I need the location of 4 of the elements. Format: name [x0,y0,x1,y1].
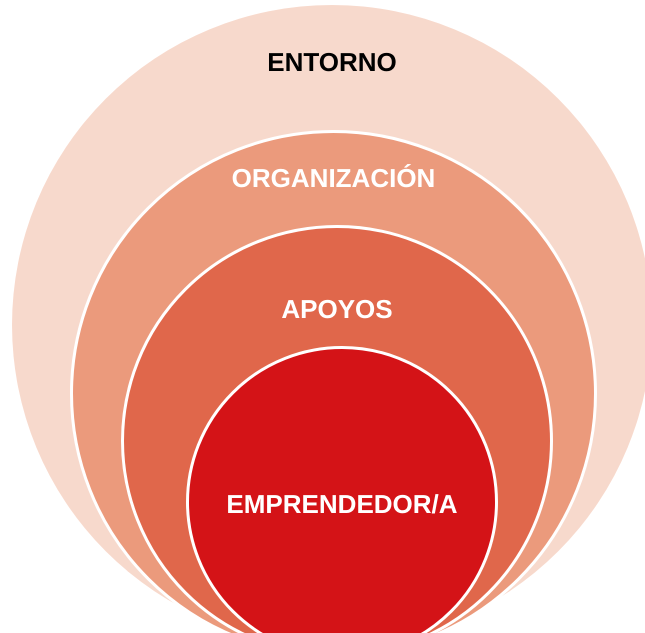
layer-label: ORGANIZACIÓN [232,163,436,193]
layer-label: ENTORNO [267,47,397,77]
layer-label: APOYOS [281,294,393,324]
layer-label: EMPRENDEDOR/A [226,489,458,519]
